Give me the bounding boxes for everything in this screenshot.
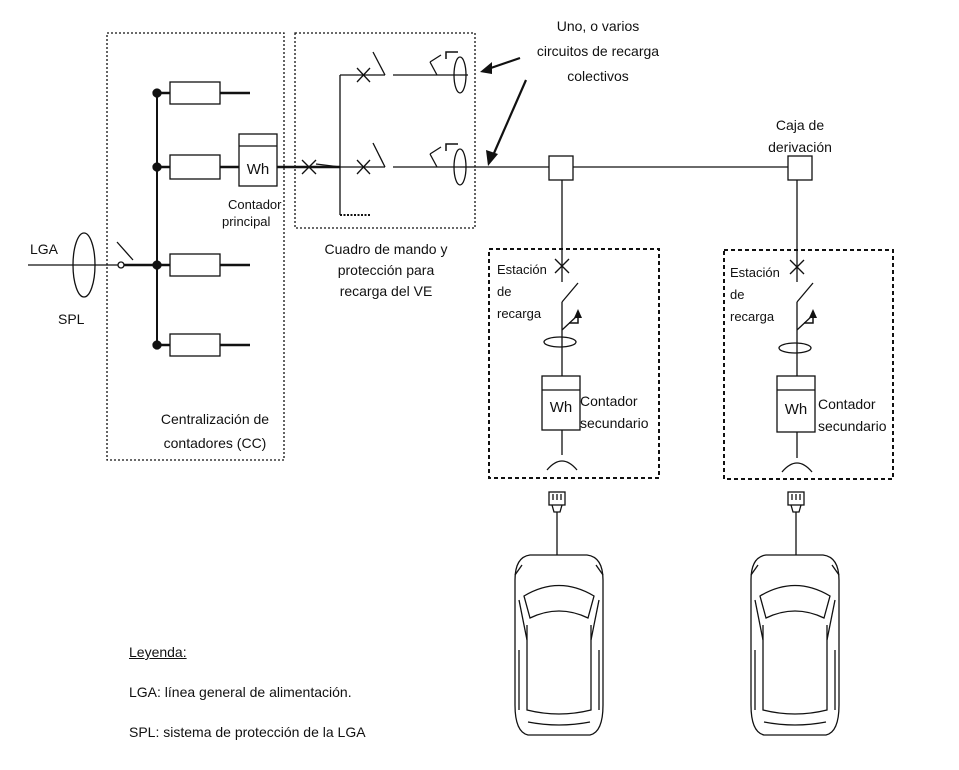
electric-car-2 [750, 554, 840, 736]
junction-box-label: Caja de derivación [768, 117, 832, 155]
station-2-secondary-meter-label: Contador secundario [818, 396, 887, 434]
main-meter-label: Contador principal [222, 197, 282, 229]
control-panel-box [294, 32, 476, 229]
collective-circuits-label: Uno, o varios circuitos de recarga colec… [536, 18, 660, 84]
station-2-meter-wh-label: Wh [785, 401, 808, 418]
charging-station-2-box [723, 249, 894, 480]
charging-plug-2 [787, 491, 805, 555]
meter-slot-1 [157, 81, 250, 105]
station-1-label: Estación de recarga [497, 262, 547, 321]
main-switch [116, 241, 157, 269]
meter-slot-4 [157, 333, 250, 357]
legend-lga: LGA: línea general de alimentación. [129, 684, 352, 700]
charging-station-1-box [488, 248, 660, 479]
panel-circuit-2 [340, 142, 475, 186]
meter-slot-2 [157, 154, 240, 180]
station-1-secondary-meter-label: Contador secundario [580, 393, 649, 431]
spl-label: SPL [58, 311, 85, 327]
meter-centralization-box [106, 32, 285, 461]
spl-ring [72, 232, 96, 298]
station-1-meter-wh-label: Wh [550, 399, 573, 416]
legend-title: Leyenda: [129, 644, 187, 660]
panel-main-breaker [301, 159, 341, 175]
main-meter [238, 133, 278, 187]
meter-slot-3 [157, 253, 250, 277]
panel-circuit-1 [340, 51, 468, 94]
charging-plug-1 [548, 491, 566, 555]
cc-label: Centralización de contadores (CC) [160, 411, 270, 451]
electric-car-1 [514, 554, 604, 736]
lga-label: LGA [30, 241, 59, 257]
panel-label: Cuadro de mando y protección para recarg… [324, 241, 448, 299]
charging-station-1-circuit [541, 180, 582, 471]
station-2-label: Estación de recarga [730, 265, 780, 324]
legend-spl: SPL: sistema de protección de la LGA [129, 724, 366, 740]
junction-box-2 [787, 155, 813, 181]
charging-station-2-circuit [776, 180, 817, 473]
junction-box-1 [548, 155, 574, 181]
main-meter-wh-label: Wh [247, 161, 270, 178]
